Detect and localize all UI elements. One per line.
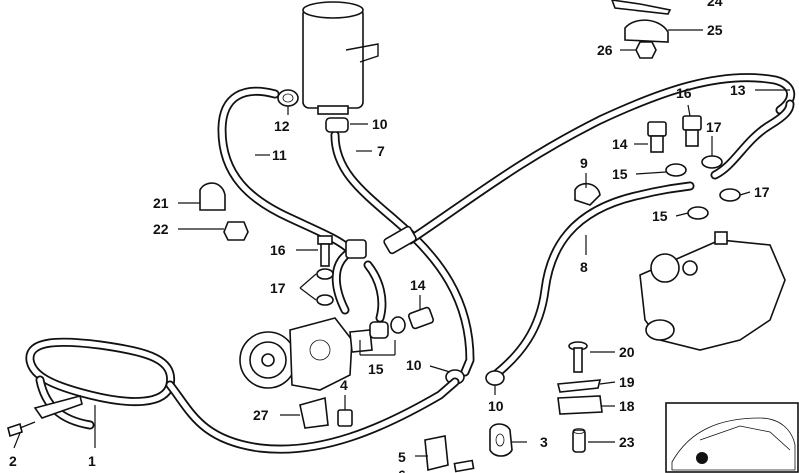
callout-19: 19 — [619, 374, 635, 390]
car-thumbnail — [665, 402, 799, 473]
callout-10-left: 10 — [406, 357, 422, 373]
clip-4 — [337, 409, 353, 427]
callout-12: 12 — [274, 118, 290, 134]
power-steering-pump — [239, 317, 373, 391]
car-silhouette-icon — [671, 417, 796, 471]
callout-1: 1 — [88, 453, 96, 469]
sleeve-23 — [572, 428, 586, 453]
callout-labels: 1 2 3 4 5 6 7 8 9 10 10 10 11 12 13 14 1… — [9, 0, 770, 473]
bracket-27 — [299, 396, 329, 429]
callout-17-left: 17 — [270, 280, 286, 296]
hose-13 — [405, 73, 796, 245]
washers-right — [665, 155, 741, 220]
callout-27: 27 — [253, 407, 269, 423]
clip-21 — [199, 182, 226, 211]
callout-23: 23 — [619, 434, 635, 450]
callout-14-right: 14 — [612, 136, 628, 152]
callout-2: 2 — [9, 453, 17, 469]
hose-8 — [490, 181, 695, 380]
callout-17-upper: 17 — [706, 119, 722, 135]
bolt-14-left — [407, 306, 435, 330]
clip-19 — [556, 379, 602, 393]
nut-22 — [223, 221, 249, 241]
callout-22: 22 — [153, 221, 169, 237]
clamp-10-top — [325, 117, 349, 133]
clamp-25 — [624, 19, 669, 43]
callout-20: 20 — [619, 344, 635, 360]
callout-15-left: 15 — [368, 361, 384, 377]
screw-20 — [568, 341, 588, 373]
banjo-union — [345, 225, 417, 259]
bolt-14-right — [647, 121, 667, 153]
bolt-6 — [453, 459, 475, 473]
bracket-5 — [424, 435, 449, 472]
hose-11 — [217, 86, 355, 255]
callout-21: 21 — [153, 195, 169, 211]
holder-18 — [557, 395, 603, 415]
callout-10-right: 10 — [488, 398, 504, 414]
steering-gear — [639, 231, 786, 351]
callout-14-left: 14 — [410, 277, 426, 293]
callout-4: 4 — [340, 377, 348, 393]
callout-18: 18 — [619, 398, 635, 414]
callout-3: 3 — [540, 434, 548, 450]
nut-26 — [635, 41, 657, 59]
callout-17-lower: 17 — [754, 184, 770, 200]
callout-7: 7 — [377, 143, 385, 159]
mount-bracket-1 — [33, 395, 83, 419]
callout-11: 11 — [272, 147, 287, 163]
callout-6: 6 — [398, 467, 406, 473]
callout-16-right: 16 — [676, 85, 692, 101]
callout-24: 24 — [707, 0, 723, 9]
callout-5: 5 — [398, 449, 406, 465]
reservoir — [302, 1, 379, 115]
callout-15-lower: 15 — [652, 208, 668, 224]
washers-17-left — [316, 268, 334, 306]
leader-lines — [13, 29, 790, 457]
clamp-12 — [277, 89, 299, 107]
callout-26: 26 — [597, 42, 613, 58]
clamp-10-lower-right — [485, 370, 505, 386]
grommet-3 — [489, 423, 513, 457]
bolt-16-right — [682, 115, 702, 147]
callout-25: 25 — [707, 22, 723, 38]
callout-10-top: 10 — [372, 116, 388, 132]
seals-15-left — [369, 316, 406, 339]
bolt-2 — [7, 421, 36, 438]
bolt-16-left — [317, 235, 333, 267]
hose-pump-loop — [331, 247, 387, 323]
callout-15-upper: 15 — [612, 166, 628, 182]
callout-16-left: 16 — [270, 242, 286, 258]
callout-13: 13 — [730, 82, 746, 98]
hose-steering-right — [710, 99, 795, 180]
clamp-9 — [574, 182, 601, 206]
callout-8: 8 — [580, 259, 588, 275]
bracket-24 — [611, 0, 672, 15]
callout-9: 9 — [580, 155, 588, 171]
